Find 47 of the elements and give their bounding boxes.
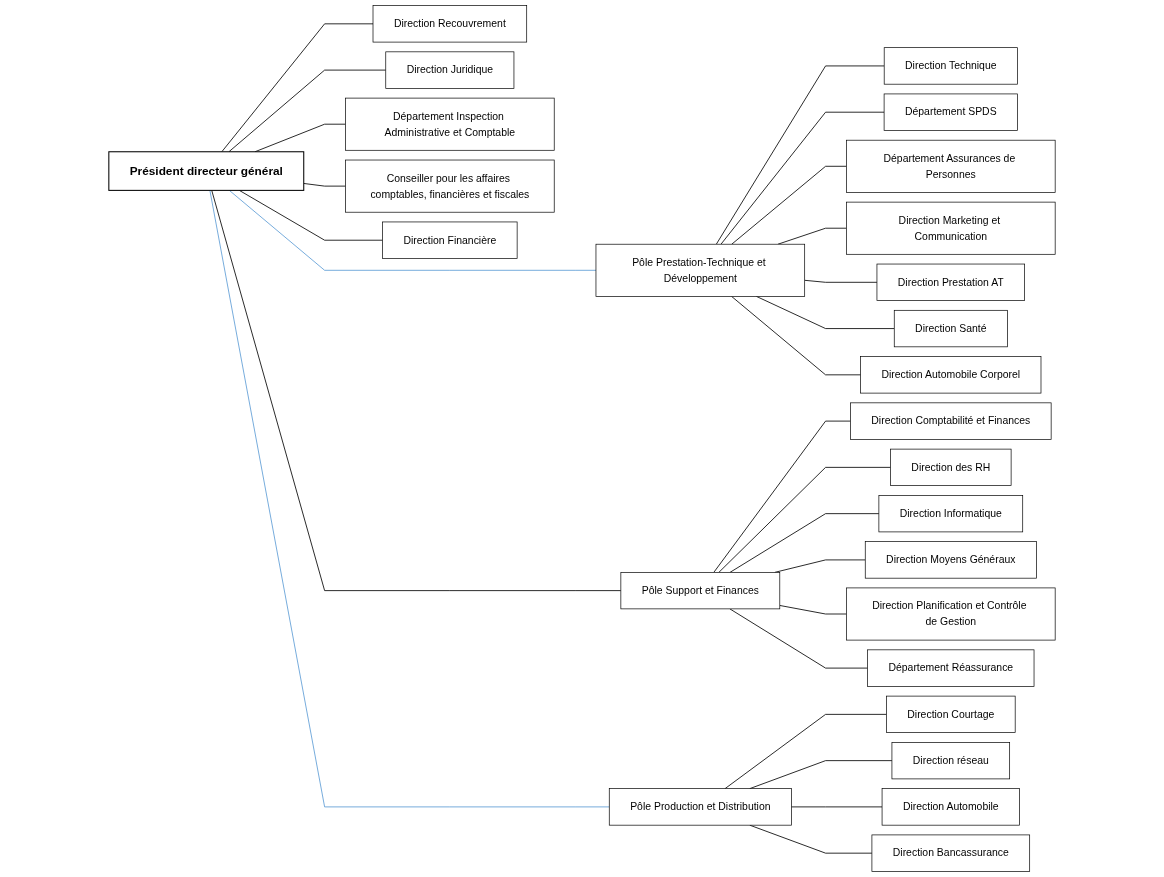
connector <box>228 189 597 271</box>
node-box: Direction Technique <box>883 47 1018 85</box>
node-box: Département SPDS <box>883 93 1018 131</box>
node-box: Pôle Support et Finances <box>620 572 781 610</box>
node-box: Direction réseau <box>891 742 1010 780</box>
node-box: Département Inspection Administrative et Comptable <box>345 97 555 151</box>
connector <box>720 111 885 245</box>
node-box: Direction Juridique <box>385 51 515 89</box>
node-box: Direction Courtage <box>886 695 1016 733</box>
node-box: Département Réassurance <box>867 649 1035 687</box>
node-box: Direction Planification et Contrôle de Gestion <box>846 587 1056 641</box>
connector <box>718 466 891 573</box>
connector <box>731 295 862 376</box>
node-box: Direction Financière <box>382 221 518 259</box>
node-box: Direction Moyens Généraux <box>864 541 1037 579</box>
node-box: Direction Santé <box>893 309 1008 348</box>
node-box: Direction Recouvrement <box>372 5 528 43</box>
node-box: Direction Bancassurance <box>871 834 1031 872</box>
connector <box>777 227 847 245</box>
connector <box>779 605 847 615</box>
connector <box>713 420 851 573</box>
node-box: Direction des RH <box>890 448 1012 486</box>
connector <box>724 713 887 790</box>
node-box: Direction Automobile <box>881 788 1020 826</box>
connector <box>303 183 346 187</box>
node-box: Direction Prestation AT <box>876 263 1025 301</box>
node-box: Département Assurances de Personnes <box>846 139 1056 193</box>
node-box: Pôle Production et Distribution <box>608 788 792 826</box>
connector <box>228 69 387 153</box>
node-box: Président directeur général <box>108 151 305 191</box>
node-box: Direction Marketing et Communication <box>846 201 1056 255</box>
connector <box>729 513 880 573</box>
connector <box>221 23 374 153</box>
connector <box>238 189 383 241</box>
connector <box>791 806 883 808</box>
node-box: Direction Comptabilité et Finances <box>850 402 1052 440</box>
node-box: Pôle Prestation-Technique et Développement <box>595 243 806 297</box>
node-box: Direction Automobile Corporel <box>860 356 1042 394</box>
connector <box>211 189 622 592</box>
connector <box>804 279 878 283</box>
connector <box>715 65 885 245</box>
connector <box>729 608 868 669</box>
connector <box>209 189 610 808</box>
connector <box>756 295 895 329</box>
connector <box>731 165 847 245</box>
node-box: Conseiller pour les affaires comptables, financières et fiscales <box>345 159 555 213</box>
node-box: Direction Informatique <box>878 495 1024 533</box>
